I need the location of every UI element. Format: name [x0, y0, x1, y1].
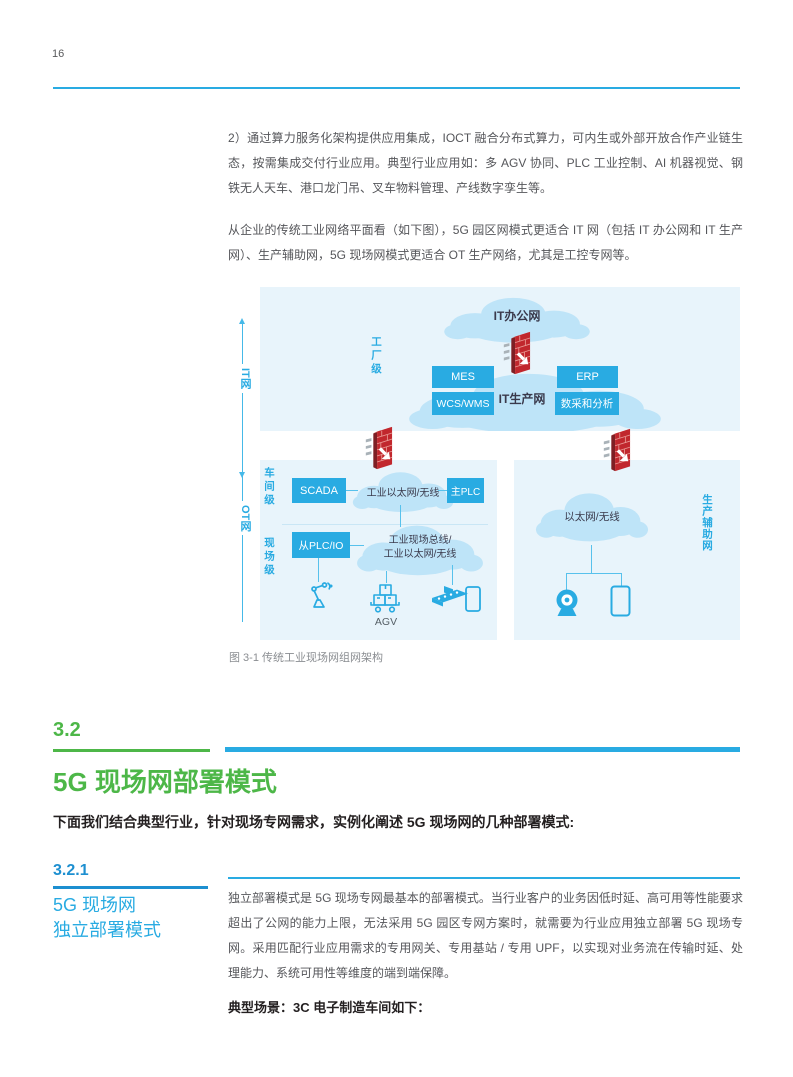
it-production-cloud-clip: IT生产网 — [260, 287, 740, 431]
it-office-cloud-label: IT办公网 — [493, 309, 541, 323]
section-number-3-2: 3.2 — [53, 719, 81, 741]
industrial-ethernet-cloud-icon: 工业以太网/无线 — [352, 467, 454, 515]
connector-line — [452, 565, 453, 585]
connector-line — [591, 545, 592, 573]
intro-paragraph-2: 从企业的传统工业网络平面看（如下图），5G 园区网模式更适合 IT 网（包括 I… — [228, 223, 743, 262]
level-field-label: 现场级 — [263, 537, 275, 578]
it-office-cloud-icon: IT办公网 — [443, 292, 591, 346]
robot-arm-icon — [311, 582, 333, 608]
connector-line — [566, 573, 622, 574]
fieldbus-cloud-label-line1: 工业现场总线/ — [388, 535, 452, 546]
connector-line — [438, 490, 448, 491]
subsection-title: 5G 现场网 独立部署模式 — [53, 893, 161, 943]
connector-line — [386, 571, 387, 583]
connector-line — [346, 490, 358, 491]
subsection-title-line2: 独立部署模式 — [53, 920, 161, 940]
section-number-3-2-1: 3.2.1 — [53, 862, 89, 879]
intro-paragraph-1: 2）通过算力服务化架构提供应用集成，IOCT 融合分布式算力，可内生或外部开放合… — [228, 131, 743, 195]
erp-box: ERP — [557, 366, 618, 388]
daq-analysis-box: 数采和分析 — [555, 392, 619, 415]
figure-caption: 图 3-1 传统工业现场网组网架构 — [229, 652, 384, 664]
agv-cart-icon — [370, 584, 400, 613]
camera-icon — [556, 589, 578, 616]
ethernet-cloud-label: 以太网/无线 — [564, 511, 620, 523]
blue-section-rule — [225, 747, 740, 752]
ot-network-rail-label: OT网 — [236, 501, 254, 536]
smartphone-icon — [465, 586, 481, 612]
ethernet-cloud-icon: 以太网/无线 — [535, 487, 649, 545]
subsection-body: 独立部署模式是 5G 现场专网最基本的部署模式。当行业客户的业务因低时延、高可用… — [228, 891, 743, 980]
it-network-rail — [242, 323, 243, 473]
agv-label: AGV — [374, 616, 398, 628]
mes-box: MES — [432, 366, 494, 388]
subsection-right-rule — [228, 877, 740, 879]
subsection-title-line1: 5G 现场网 — [53, 895, 137, 915]
level-factory-label: 工厂级 — [370, 336, 382, 377]
header-rule — [53, 87, 740, 89]
connector-line — [350, 545, 364, 546]
connector-line — [400, 505, 401, 527]
intro-column: 2）通过算力服务化架构提供应用集成，IOCT 融合分布式算力，可内生或外部开放合… — [228, 126, 743, 285]
subsection-column: 独立部署模式是 5G 现场专网最基本的部署模式。当行业客户的业务因低时延、高可用… — [228, 886, 743, 1020]
fieldbus-cloud-label-line2: 工业以太网/无线 — [383, 549, 457, 560]
firewall-icon — [502, 330, 532, 375]
subsection-underline — [53, 886, 208, 889]
section-title-3-2: 5G 现场网部署模式 — [53, 767, 277, 797]
fieldbus-cloud-icon: 工业现场总线/ 工业以太网/无线 — [356, 519, 484, 579]
firewall-icon — [602, 427, 632, 472]
aux-network-panel — [514, 460, 740, 640]
level-aux-network-label: 生产辅助网 — [701, 494, 713, 552]
ot-network-rail — [242, 456, 243, 622]
connector-line — [566, 573, 567, 590]
it-network-rail-label: IT网 — [236, 364, 254, 393]
industrial-ethernet-cloud-label: 工业以太网/无线 — [366, 488, 440, 499]
level-workshop-label: 车间级 — [263, 467, 275, 508]
connector-line — [621, 573, 622, 587]
connector-line — [318, 558, 319, 582]
smartphone-icon — [610, 585, 631, 617]
arrow-up-icon — [239, 318, 245, 324]
slave-plc-io-box: 从PLC/IO — [292, 532, 350, 558]
scenario-text: 典型场景：3C 电子制造车间如下： — [228, 1000, 431, 1015]
workshop-field-divider — [282, 524, 488, 525]
wcs-wms-box: WCS/WMS — [432, 392, 494, 415]
scada-box: SCADA — [292, 478, 346, 503]
page-number: 16 — [52, 48, 65, 60]
green-section-rule — [53, 749, 210, 752]
firewall-icon — [364, 425, 394, 470]
main-plc-box: 主PLC — [447, 478, 484, 503]
it-production-cloud-label: IT生产网 — [498, 392, 546, 406]
conveyor-icon — [432, 586, 468, 607]
section-lead-text: 下面我们结合典型行业，针对现场专网需求，实例化阐述 5G 现场网的几种部署模式: — [53, 814, 575, 830]
